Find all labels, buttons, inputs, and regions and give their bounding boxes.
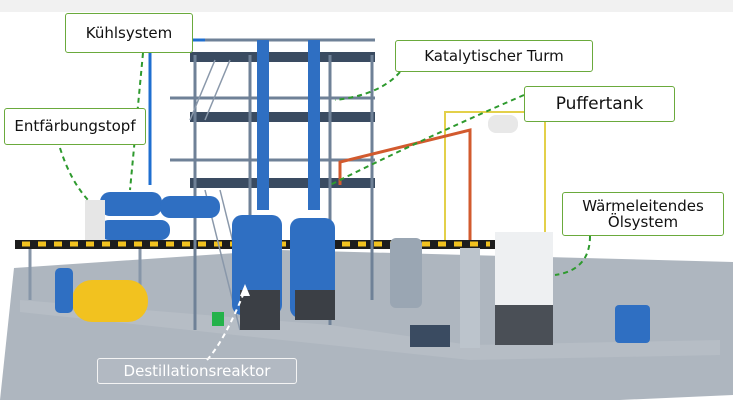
- decolorizing-pot: [85, 200, 105, 240]
- label-thermal-oil-line2: Ölsystem: [607, 213, 679, 231]
- label-distillation-reactor: Destillationsreaktor: [97, 358, 297, 384]
- label-catalytic-tower: Katalytischer Turm: [395, 40, 593, 72]
- condenser: [100, 192, 162, 216]
- label-cooling-system: Kühlsystem: [65, 13, 193, 53]
- barrels: [615, 305, 650, 343]
- steel-structure: [190, 52, 375, 188]
- label-thermal-oil-line1: Wärmeleitendes: [582, 196, 704, 215]
- buffer-tank: [488, 115, 518, 133]
- leader-lines: [59, 52, 591, 276]
- label-thermal-oil-system: Wärmeleitendes Ölsystem: [562, 192, 724, 236]
- yellow-tank: [72, 280, 148, 322]
- label-decolorizing-pot: Entfärbungstopf: [4, 108, 146, 145]
- label-buffer-tank: Puffertank: [524, 86, 675, 122]
